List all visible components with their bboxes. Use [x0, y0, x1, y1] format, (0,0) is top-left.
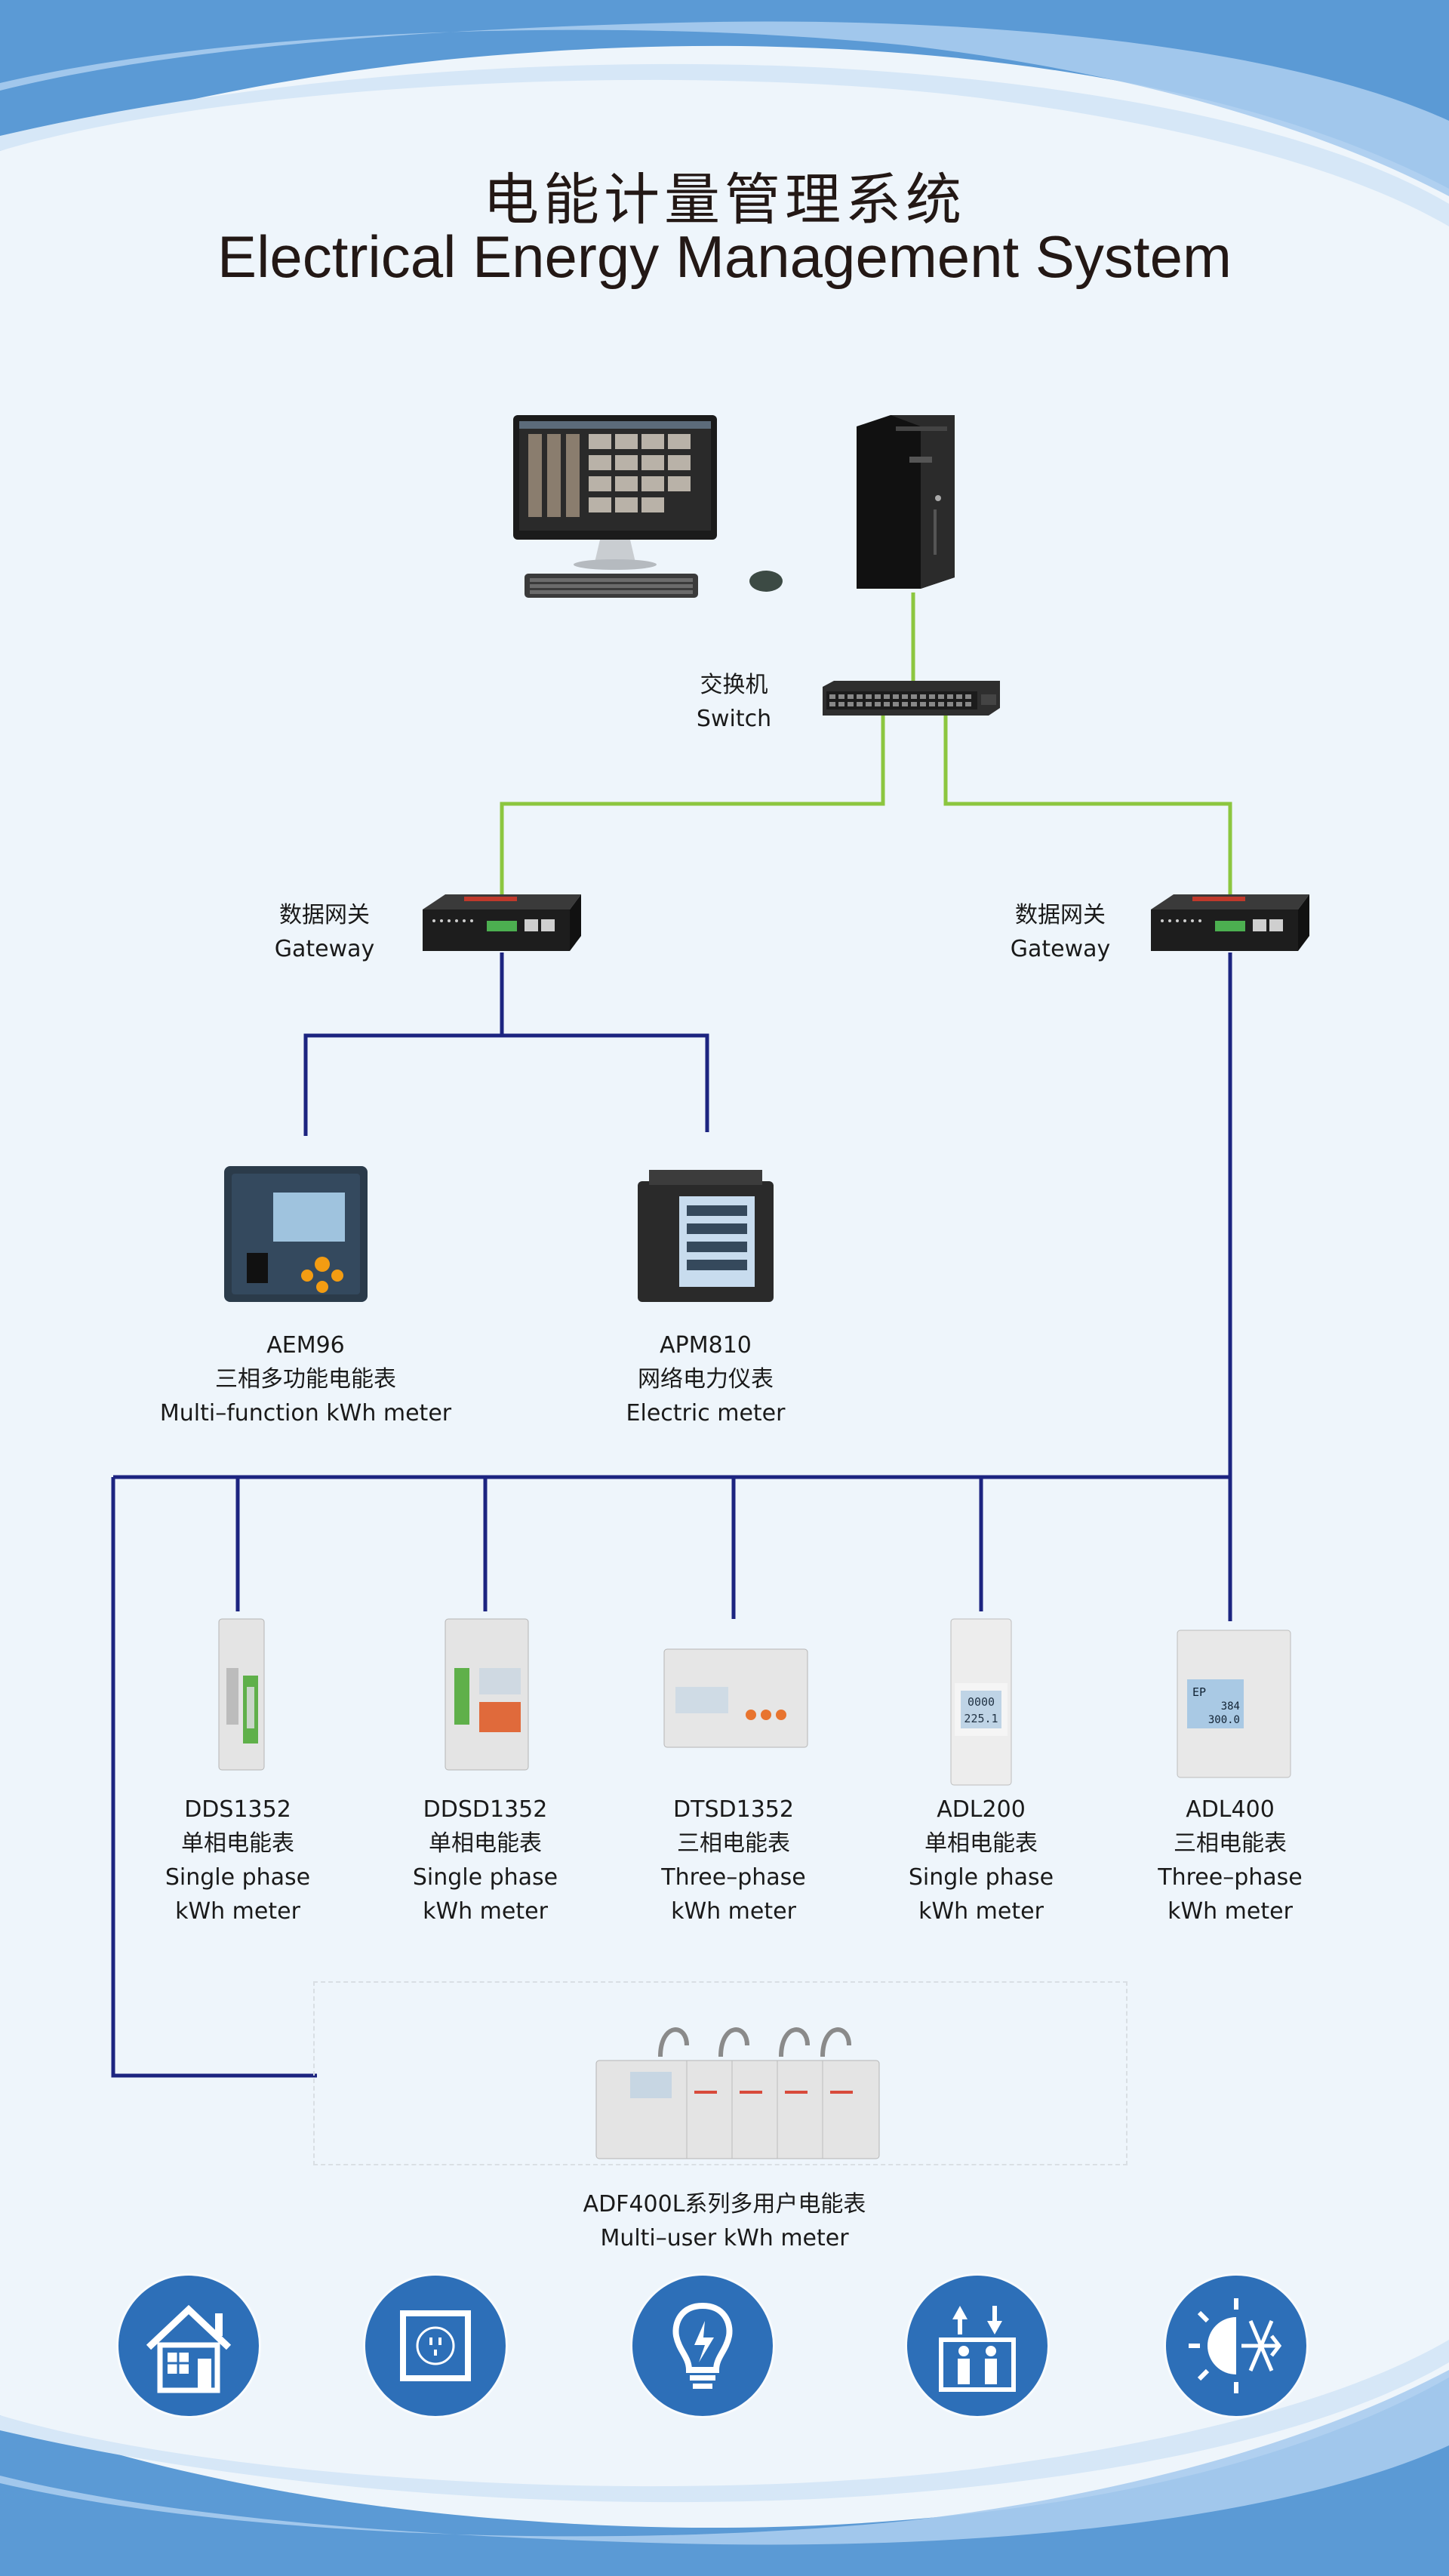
adl400-screen-top: EP — [1192, 1685, 1206, 1699]
switch-gateway-left-link — [500, 713, 885, 894]
adl200-label: ADL200 单相电能表 Single phase kWh meter — [891, 1793, 1072, 1928]
lightbulb-icon — [632, 2276, 773, 2416]
adl200-model: ADL200 — [937, 1796, 1026, 1823]
switch-label: 交换机 Switch — [672, 668, 796, 736]
gateway-left-icon — [423, 894, 581, 951]
hvac-icon — [1166, 2276, 1306, 2416]
ddsd1352-meter-icon — [445, 1618, 529, 1771]
adl400-model: ADL400 — [1186, 1796, 1275, 1823]
house-icon — [118, 2276, 259, 2416]
rs485-lines — [111, 953, 1232, 2078]
apm810-meter-icon — [638, 1170, 774, 1302]
adl400-screen-mid: 384 — [1221, 1700, 1240, 1713]
workstation-monitor-icon — [513, 415, 783, 598]
adl200-en2: kWh meter — [918, 1898, 1044, 1925]
apm810-cn: 网络电力仪表 — [638, 1366, 774, 1393]
dtsd1352-en2: kWh meter — [671, 1898, 796, 1925]
title-en: Electrical Energy Management System — [217, 223, 1232, 290]
ddsd1352-en1: Single phase — [412, 1864, 558, 1891]
socket-icon — [365, 2276, 506, 2416]
multi-user-frame — [313, 1981, 1128, 2165]
switch-gateway-right-link — [943, 713, 1232, 894]
dds1352-en1: Single phase — [165, 1864, 311, 1891]
dtsd1352-model: DTSD1352 — [673, 1796, 794, 1823]
gateway-right-en: Gateway — [1010, 936, 1111, 962]
multi-user-cn: ADF400L系列多用户电能表 — [583, 2191, 866, 2217]
apm810-model: APM810 — [660, 1332, 752, 1359]
adl400-meter-icon: EP 384 300.0 — [1177, 1630, 1291, 1778]
dtsd1352-meter-icon — [663, 1648, 808, 1748]
dds1352-meter-icon — [218, 1618, 265, 1771]
adl200-meter-icon: 0000 225.1 — [950, 1618, 1012, 1786]
ddsd1352-model: DDSD1352 — [423, 1796, 548, 1823]
aem96-cn: 三相多功能电能表 — [215, 1366, 396, 1393]
gateway-right-cn: 数据网关 — [1015, 902, 1106, 928]
adl400-cn: 三相电能表 — [1174, 1830, 1287, 1857]
dds1352-model: DDS1352 — [184, 1796, 291, 1823]
multi-user-en: Multi–user kWh meter — [600, 2225, 849, 2251]
gateway-right-icon — [1151, 894, 1309, 951]
gateway-left-cn: 数据网关 — [279, 902, 370, 928]
dtsd1352-en1: Three–phase — [661, 1864, 806, 1891]
elevator-icon — [907, 2276, 1048, 2416]
adl200-screen-bottom: 225.1 — [964, 1712, 998, 1725]
title-cn: 电能计量管理系统 — [483, 168, 966, 232]
adf400l-meter-icon — [595, 2027, 880, 2159]
aem96-label: AEM96 三相多功能电能表 Multi–function kWh meter — [155, 1328, 457, 1430]
ethernet-lines — [500, 592, 1232, 894]
dds1352-cn: 单相电能表 — [181, 1830, 294, 1857]
switch-label-en: Switch — [696, 706, 772, 732]
dtsd1352-cn: 三相电能表 — [677, 1830, 790, 1857]
apm810-label: APM810 网络电力仪表 Electric meter — [577, 1328, 834, 1430]
adl200-screen-top: 0000 — [968, 1695, 995, 1709]
adl400-screen-bottom: 300.0 — [1208, 1714, 1240, 1726]
adl400-label: ADL400 三相电能表 Three–phase kWh meter — [1140, 1793, 1321, 1928]
adl400-en2: kWh meter — [1168, 1898, 1293, 1925]
ddsd1352-cn: 单相电能表 — [429, 1830, 542, 1857]
aem96-meter-icon — [224, 1166, 368, 1302]
adl400-en1: Three–phase — [1158, 1864, 1303, 1891]
network-switch-icon — [823, 681, 1000, 716]
aem96-model: AEM96 — [266, 1332, 345, 1359]
dds1352-en2: kWh meter — [175, 1898, 300, 1925]
aem96-en: Multi–function kWh meter — [159, 1400, 452, 1426]
dds1352-label: DDS1352 单相电能表 Single phase kWh meter — [147, 1793, 328, 1928]
gateway-left-en: Gateway — [274, 936, 375, 962]
apm810-en: Electric meter — [626, 1400, 786, 1426]
multi-user-label: ADF400L系列多用户电能表 Multi–user kWh meter — [513, 2187, 936, 2255]
adl200-en1: Single phase — [908, 1864, 1054, 1891]
server-tower-icon — [857, 415, 955, 589]
switch-label-cn: 交换机 — [700, 672, 768, 698]
dtsd1352-label: DTSD1352 三相电能表 Three–phase kWh meter — [643, 1793, 824, 1928]
ddsd1352-label: DDSD1352 单相电能表 Single phase kWh meter — [395, 1793, 576, 1928]
gateway-left-label: 数据网关 Gateway — [249, 898, 400, 966]
gateway-right-label: 数据网关 Gateway — [985, 898, 1136, 966]
ddsd1352-en2: kWh meter — [423, 1898, 548, 1925]
adl200-cn: 单相电能表 — [924, 1830, 1038, 1857]
